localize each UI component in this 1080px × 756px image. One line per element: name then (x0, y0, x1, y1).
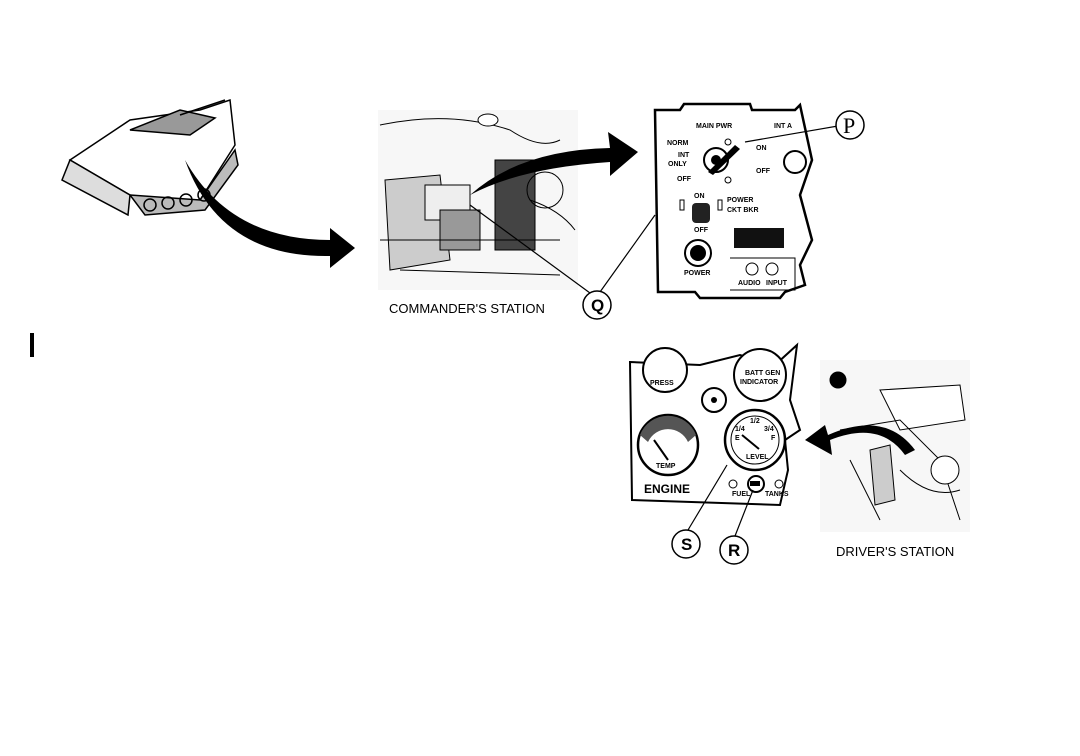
label-level: LEVEL (746, 454, 769, 461)
label-input: INPUT (766, 280, 788, 287)
label-int-a: INT A (774, 123, 792, 130)
callout-q: Q (591, 296, 604, 315)
label-main-pwr: MAIN PWR (696, 123, 732, 130)
data-plate (734, 228, 784, 248)
label-power: POWER (684, 270, 710, 277)
main-power-switch[interactable] (703, 145, 740, 175)
label-quarter: 1/4 (735, 426, 745, 433)
label-half: 1/2 (750, 418, 760, 425)
caption-drivers-station: DRIVER'S STATION (836, 544, 954, 559)
input-connector[interactable] (765, 262, 779, 276)
arrow-to-gauges (805, 425, 915, 455)
label-off-int: OFF (756, 168, 771, 175)
commander-station-illustration (378, 110, 578, 290)
margin-change-bar (30, 333, 34, 357)
driver-station-illustration (820, 360, 970, 532)
label-indicator: INDICATOR (740, 379, 778, 386)
arrow-to-commander (185, 160, 355, 268)
label-on-int: ON (756, 145, 767, 152)
label-tanks: TANKS (765, 491, 789, 498)
label-f: F (771, 435, 776, 442)
int-a-switch[interactable] (783, 150, 807, 174)
arrow-to-panel (470, 132, 638, 195)
label-audio: AUDIO (738, 280, 761, 287)
label-batt-gen: BATT GEN (745, 370, 780, 377)
engine-temp-gauge: TEMP (636, 413, 700, 477)
label-temp: TEMP (656, 463, 676, 470)
power-circuit-breaker-switch[interactable] (692, 203, 710, 223)
label-e: E (735, 435, 740, 442)
power-control-panel: MAIN PWR INT A NORM INT ONLY OFF ON OFF … (653, 102, 814, 300)
label-only: ONLY (668, 161, 687, 168)
callout-r: R (728, 541, 740, 560)
caption-commanders-station: COMMANDER'S STATION (389, 301, 545, 316)
label-engine: ENGINE (644, 482, 690, 496)
label-int: INT (678, 152, 690, 159)
label-off-main: OFF (677, 176, 692, 183)
label-power-ckt: POWER (727, 197, 753, 204)
label-ckt-bkr: CKT BKR (727, 207, 759, 214)
fuel-level-gauge: 1/2 1/4 3/4 E F LEVEL (723, 408, 787, 472)
audio-connector[interactable] (745, 262, 759, 276)
driver-instrument-panel: PRESS BATT GEN INDICATOR TEMP ENGINE 1/2… (628, 342, 802, 507)
label-press: PRESS (650, 380, 674, 387)
callout-s: S (681, 535, 692, 554)
callout-p: P (843, 113, 855, 138)
label-fuel: FUEL (732, 491, 751, 498)
label-on-cb: ON (694, 193, 705, 200)
label-norm: NORM (667, 140, 689, 147)
label-off-cb: OFF (694, 227, 709, 234)
label-three-quarter: 3/4 (764, 426, 774, 433)
